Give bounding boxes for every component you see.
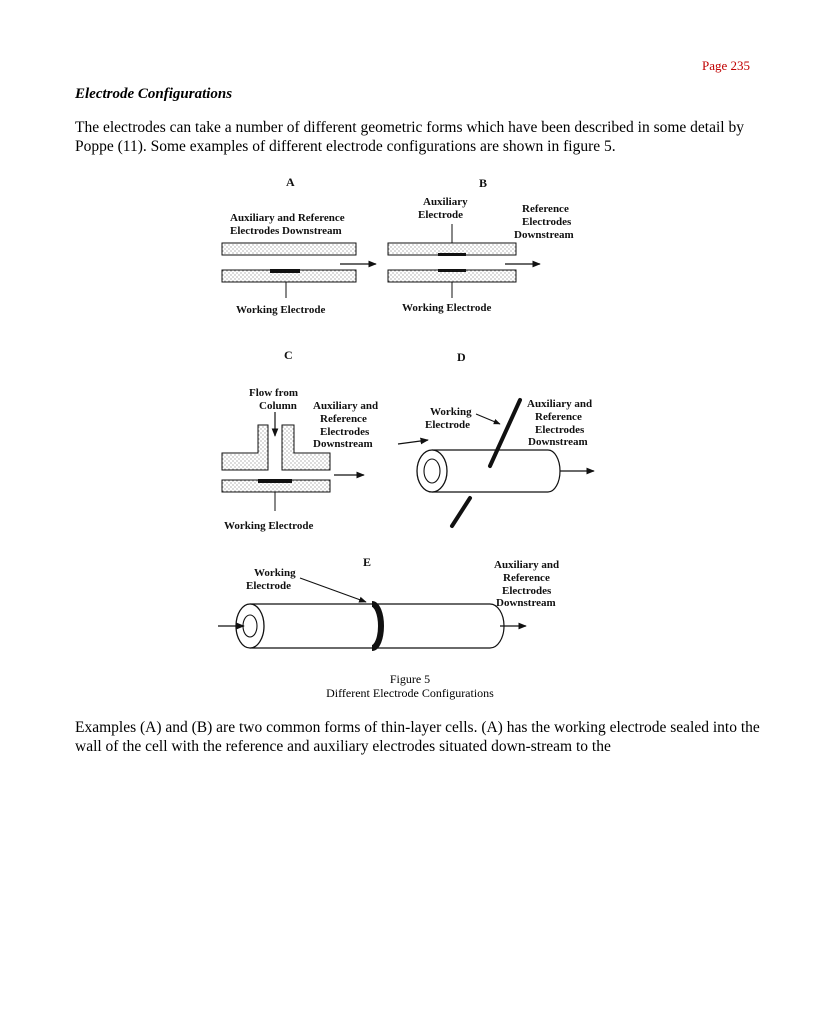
panel-d-tube-bore [423, 458, 441, 484]
panel-d-working-label-1: Working [430, 406, 472, 418]
panel-b-side-label-3: Downstream [514, 229, 574, 241]
panel-e-side-label-3: Electrodes [502, 585, 552, 597]
panel-a-bottom-label: Working Electrode [236, 304, 325, 316]
panel-c-letter: C [284, 348, 293, 362]
panel-e-working-label-2: Electrode [246, 580, 291, 592]
panel-c-right-wall [281, 424, 331, 471]
panel-e: E Working Electrode Auxiliary and Refere… [218, 555, 559, 651]
panel-c-side-label-4: Downstream [313, 438, 373, 450]
panel-d-working-label-2: Electrode [425, 419, 470, 431]
page-number: Page 235 [701, 58, 750, 73]
panel-b-top-label-1: Auxiliary [423, 196, 468, 208]
section-heading: Electrode Configurations [75, 86, 233, 102]
panel-b-bottom-label: Working Electrode [402, 302, 491, 314]
panel-d-electrode-wire-top [488, 398, 522, 468]
panel-b-working-electrode [438, 269, 466, 272]
panel-a-working-electrode [270, 269, 300, 273]
paragraph-examples: Examples (A) and (B) are two common form… [75, 719, 760, 755]
panel-c: C Flow from Column Auxiliary and Referen… [221, 348, 378, 532]
panel-a-letter: A [286, 175, 295, 189]
panel-c-bottom-label: Working Electrode [224, 520, 313, 532]
panel-a-top-label-1: Auxiliary and Reference [230, 212, 345, 224]
panel-c-side-label-1: Auxiliary and [313, 400, 378, 412]
panel-e-side-label-1: Auxiliary and [494, 559, 559, 571]
panel-a: A Auxiliary and Reference Electrodes Dow… [221, 175, 377, 316]
panel-e-side-label-4: Downstream [496, 597, 556, 609]
panel-d: D Working Electrode Auxiliary and Refere… [397, 350, 595, 528]
panel-c-side-label-3: Electrodes [320, 426, 370, 438]
panel-b-side-label-1: Reference [522, 203, 569, 215]
figure-caption-title: Different Electrode Configurations [326, 686, 494, 700]
panel-b-top-label-2: Electrode [418, 209, 463, 221]
panel-c-left-wall [221, 424, 269, 471]
panel-c-flow-label-2: Column [259, 400, 297, 412]
panel-d-letter: D [457, 350, 466, 364]
panel-e-letter: E [363, 555, 371, 569]
panel-e-side-label-2: Reference [503, 572, 550, 584]
panel-d-working-pointer [475, 413, 501, 425]
panel-e-working-label-1: Working [254, 567, 296, 579]
panel-a-upper-wall [221, 242, 357, 256]
figure-5-diagram: A Auxiliary and Reference Electrodes Dow… [218, 175, 595, 651]
panel-b-letter: B [479, 176, 487, 190]
panel-b: B Auxiliary Electrode Reference Electrod… [387, 176, 574, 314]
panel-d-side-label-1: Auxiliary and [527, 398, 592, 410]
panel-d-electrode-wire-bottom [450, 496, 472, 528]
panel-b-side-label-2: Electrodes [522, 216, 572, 228]
panel-b-aux-electrode [438, 253, 466, 256]
figure-caption-number: Figure 5 [389, 672, 431, 686]
panel-e-working-pointer [299, 577, 367, 603]
panel-c-working-electrode [258, 479, 292, 483]
panel-d-side-label-4: Downstream [528, 436, 588, 448]
panel-c-side-label-2: Reference [320, 413, 367, 425]
panel-c-flow-label-1: Flow from [249, 387, 298, 399]
panel-a-top-label-2: Electrodes Downstream [230, 225, 342, 237]
panel-d-side-label-2: Reference [535, 411, 582, 423]
panel-e-ring-electrode [371, 601, 384, 651]
paragraph-intro: The electrodes can take a number of diff… [75, 119, 744, 155]
panel-d-side-label-3: Electrodes [535, 424, 585, 436]
panel-e-tube-bore [242, 614, 258, 638]
panel-d-inlet-arrow [397, 437, 429, 445]
